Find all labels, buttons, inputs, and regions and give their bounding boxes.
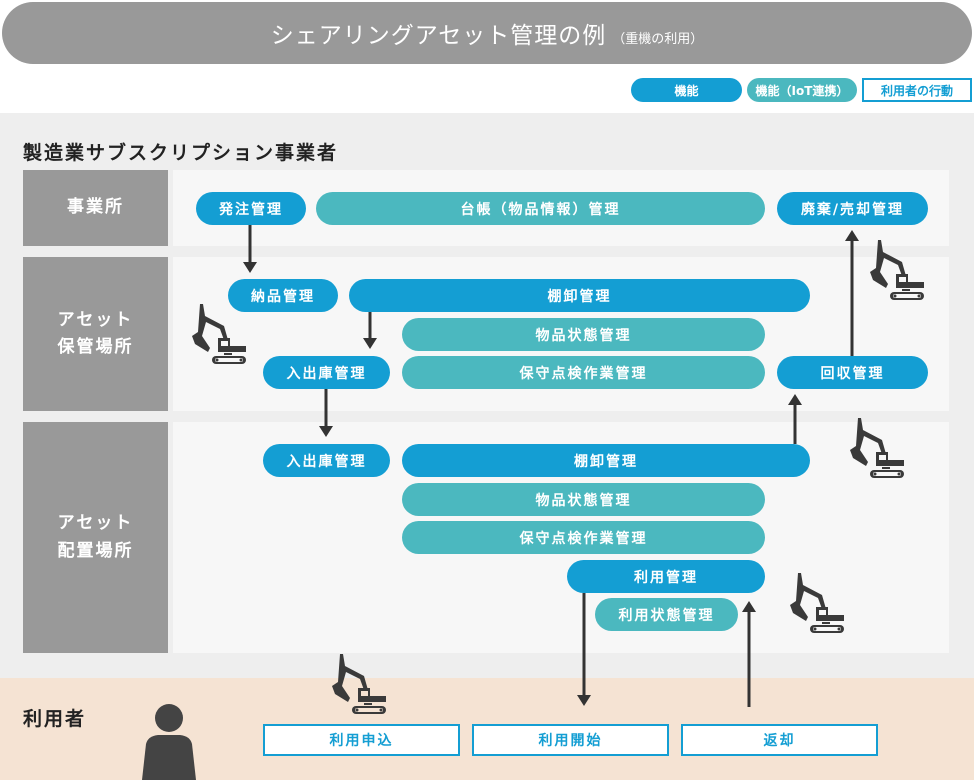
row-label-storage-line2: 保管場所 (57, 337, 134, 357)
action-start-use: 利用開始 (472, 724, 669, 756)
excavator-icon (332, 654, 386, 714)
pill-inventory-management: 棚卸管理 (349, 279, 810, 312)
diagram-title-bar: シェアリングアセット管理の例 （重機の利用） (2, 2, 972, 64)
excavator-icon (192, 304, 246, 364)
row-label-storage-line1: アセット (57, 309, 134, 330)
pill-collection-management: 回収管理 (777, 356, 928, 389)
user-title: 利用者 (23, 708, 87, 730)
pill-ledger-management: 台帳（物品情報）管理 (316, 192, 765, 225)
pill-item-condition-management: 物品状態管理 (402, 318, 765, 351)
pill-inventory-management-2: 棚卸管理 (402, 444, 810, 477)
row-label-deployment: アセット 配置場所 (23, 422, 168, 653)
row-label-storage: アセット 保管場所 (23, 257, 168, 411)
pill-warehouse-inout-management-2: 入出庫管理 (263, 444, 390, 477)
excavator-icon (790, 573, 844, 633)
legend-user-action: 利用者の行動 (862, 78, 972, 102)
pill-item-condition-management-2: 物品状態管理 (402, 483, 765, 516)
pill-maintenance-management: 保守点検作業管理 (402, 356, 765, 389)
legend-function-iot: 機能（IoT連携） (747, 78, 857, 102)
person-icon (142, 704, 196, 780)
action-return: 返却 (681, 724, 878, 756)
pill-usage-condition-management: 利用状態管理 (595, 598, 738, 631)
pill-warehouse-inout-management: 入出庫管理 (263, 356, 390, 389)
excavator-icon (870, 240, 924, 300)
row-label-deployment-line1: アセット (57, 513, 134, 534)
row-label-office: 事業所 (23, 170, 168, 246)
pill-maintenance-management-2: 保守点検作業管理 (402, 521, 765, 554)
row-label-deployment-line2: 配置場所 (57, 540, 134, 561)
diagram-subtitle: （重機の利用） (612, 31, 704, 47)
provider-title: 製造業サブスクリプション事業者 (23, 142, 339, 164)
pill-usage-management: 利用管理 (567, 560, 765, 593)
pill-delivery-management: 納品管理 (228, 279, 338, 312)
action-apply: 利用申込 (263, 724, 460, 756)
excavator-icon (850, 418, 904, 478)
legend-function: 機能 (631, 78, 742, 102)
diagram-title: シェアリングアセット管理の例 (270, 23, 607, 49)
pill-disposal-management: 廃棄/売却管理 (777, 192, 928, 225)
pill-order-management: 発注管理 (196, 192, 306, 225)
